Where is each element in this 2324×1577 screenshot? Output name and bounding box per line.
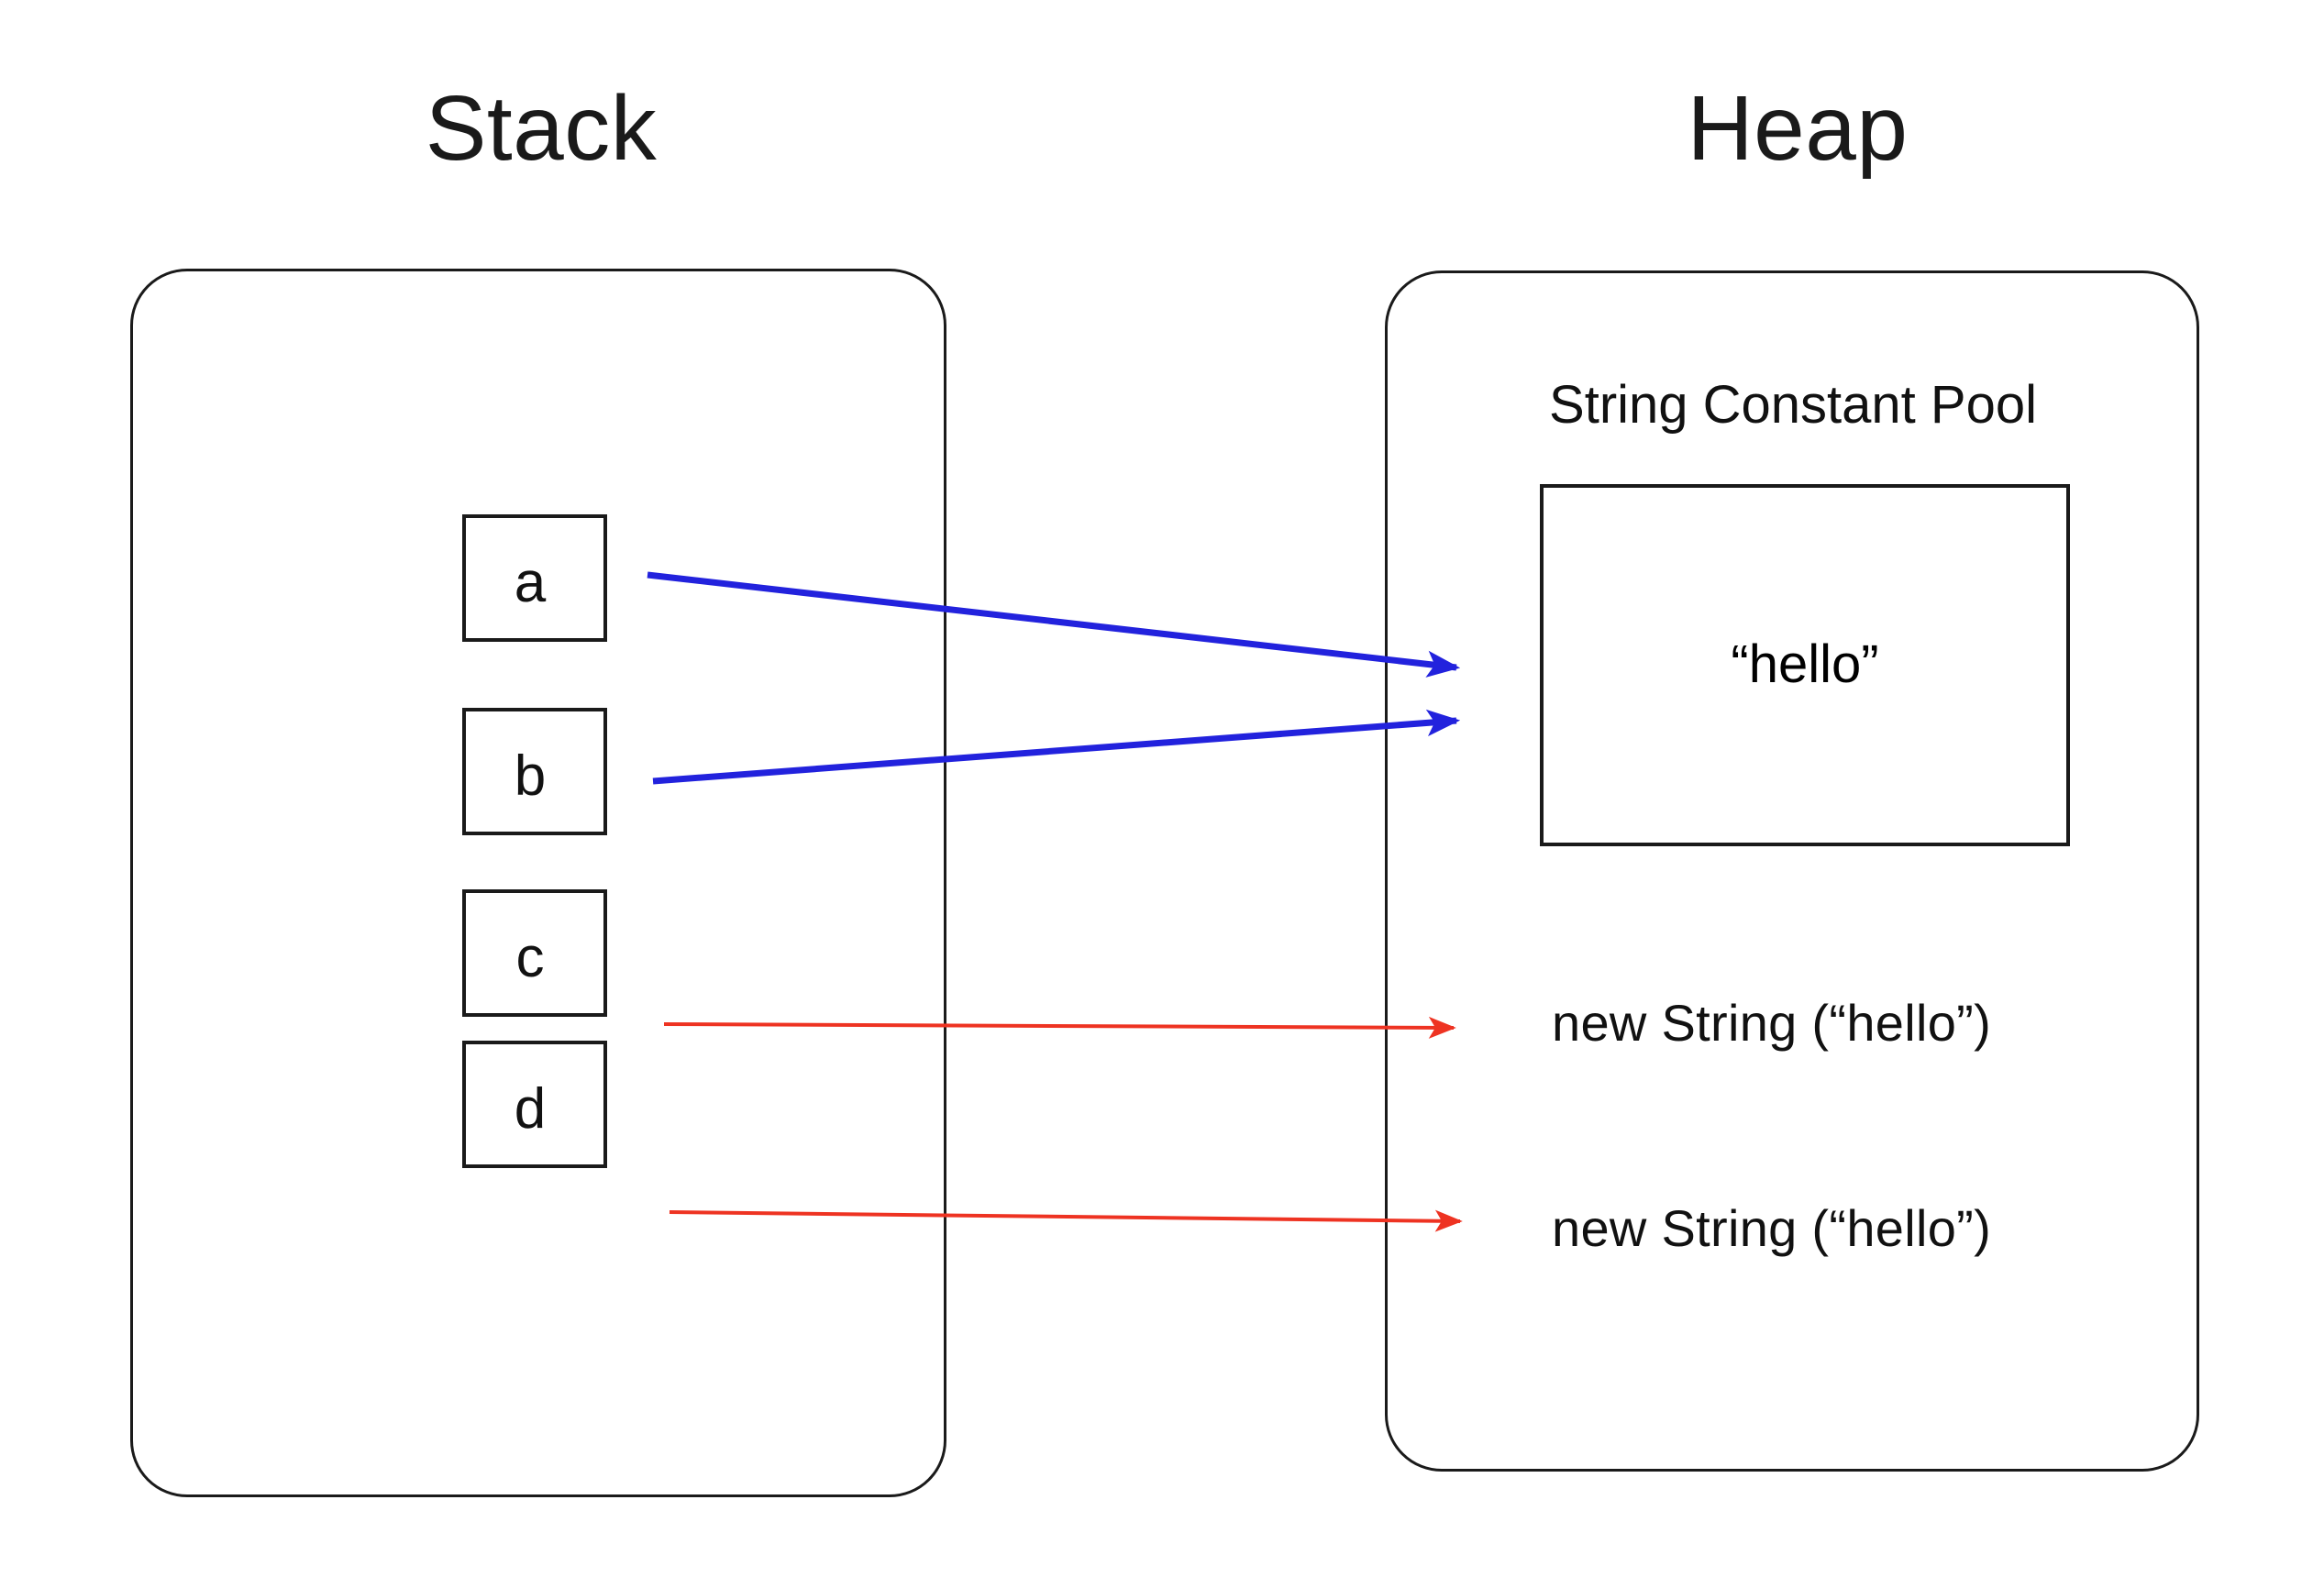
string-constant-pool-label: String Constant Pool <box>1549 375 2037 435</box>
heap-title: Heap <box>1687 77 1909 180</box>
stack-cell-a <box>462 514 607 642</box>
stack-cell-d <box>462 1041 607 1168</box>
string-constant-pool-box <box>1540 484 2070 846</box>
stack-cell-b <box>462 708 607 835</box>
stack-cell-c <box>462 889 607 1017</box>
stack-cell-label-d: d <box>514 1077 547 1141</box>
stack-cell-label-a: a <box>514 551 547 614</box>
string-constant-pool-value: “hello” <box>1731 634 1879 694</box>
heap-region-container <box>1385 270 2199 1472</box>
stack-region-container <box>130 269 946 1497</box>
stack-title: Stack <box>425 77 658 180</box>
stack-cell-label-c: c <box>515 926 545 989</box>
stack-cell-label-b: b <box>514 744 547 808</box>
heap-object-label: new String (“hello”) <box>1552 994 1992 1052</box>
heap-object-label: new String (“hello”) <box>1552 1199 1992 1257</box>
